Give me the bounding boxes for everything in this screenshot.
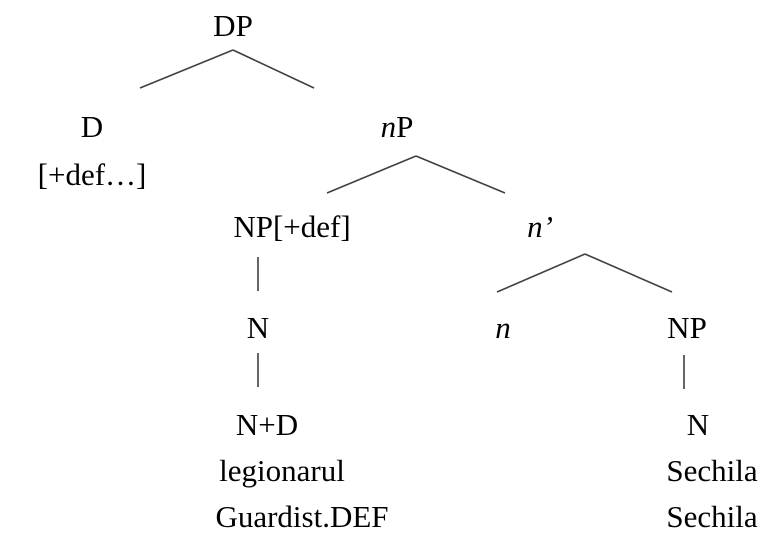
edge-np-npdef xyxy=(326,155,417,194)
edge-dp-d xyxy=(139,49,234,89)
gloss-sechila: Sechila xyxy=(666,499,758,534)
small-n-italic: n xyxy=(380,109,397,144)
small-np-p: P xyxy=(396,109,414,144)
node-np-def: NP[+def] xyxy=(233,209,351,244)
node-comp-n: N xyxy=(686,407,710,442)
node-comp-np: NP xyxy=(667,310,707,345)
word-legionarul: legionarul xyxy=(219,453,345,488)
edge-nbar-np xyxy=(584,253,673,293)
node-d: D xyxy=(80,109,104,144)
edge-nbar-n xyxy=(496,253,586,293)
node-spec-n: N xyxy=(246,310,270,345)
node-small-n: n xyxy=(495,310,511,345)
word-sechila: Sechila xyxy=(666,453,758,488)
node-n-plus-d: N+D xyxy=(235,407,299,442)
node-d-features: [+def…] xyxy=(37,157,147,192)
node-small-np: nP xyxy=(381,109,414,145)
edge-np-nbar xyxy=(415,155,506,194)
node-dp: DP xyxy=(213,8,253,43)
gloss-guardist-def: Guardist.DEF xyxy=(215,499,389,534)
edge-dp-np xyxy=(232,49,315,89)
node-n-bar: n’ xyxy=(527,209,553,244)
